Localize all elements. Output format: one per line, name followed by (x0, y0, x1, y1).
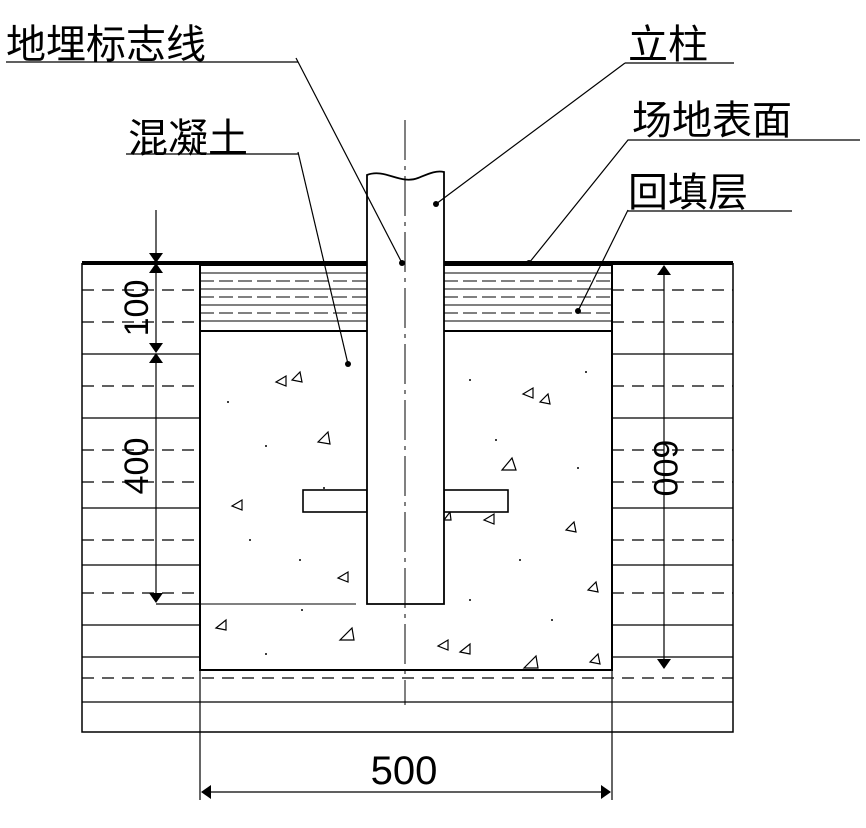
anchor-plate-right (443, 489, 509, 513)
label-concrete: 混凝土 (128, 116, 248, 162)
dim-width: 500 (371, 749, 438, 793)
concrete-aggregate (214, 370, 601, 669)
anchor-plate-left (302, 489, 368, 513)
label-backfill: 回填层 (628, 170, 748, 216)
post (366, 170, 445, 605)
dim-upper-depth: 400 (118, 438, 156, 495)
leader-lines (295, 57, 860, 365)
soil-hatch-bottom (82, 677, 733, 703)
label-post: 立柱 (628, 22, 708, 68)
dim-backfill-depth: 100 (118, 280, 156, 337)
label-marker-line: 地埋标志线 (6, 22, 206, 68)
soil-hatch-left (82, 289, 200, 658)
dim-total-depth: 600 (646, 440, 684, 497)
backfill-layer (200, 272, 612, 322)
dim-left (149, 210, 200, 605)
label-site-surface: 场地表面 (632, 98, 792, 144)
soil-hatch-right (612, 289, 733, 658)
concrete-dots (227, 371, 587, 655)
dim-bottom (199, 670, 613, 800)
leader-dots (345, 201, 581, 367)
soil-boundary (81, 263, 734, 733)
